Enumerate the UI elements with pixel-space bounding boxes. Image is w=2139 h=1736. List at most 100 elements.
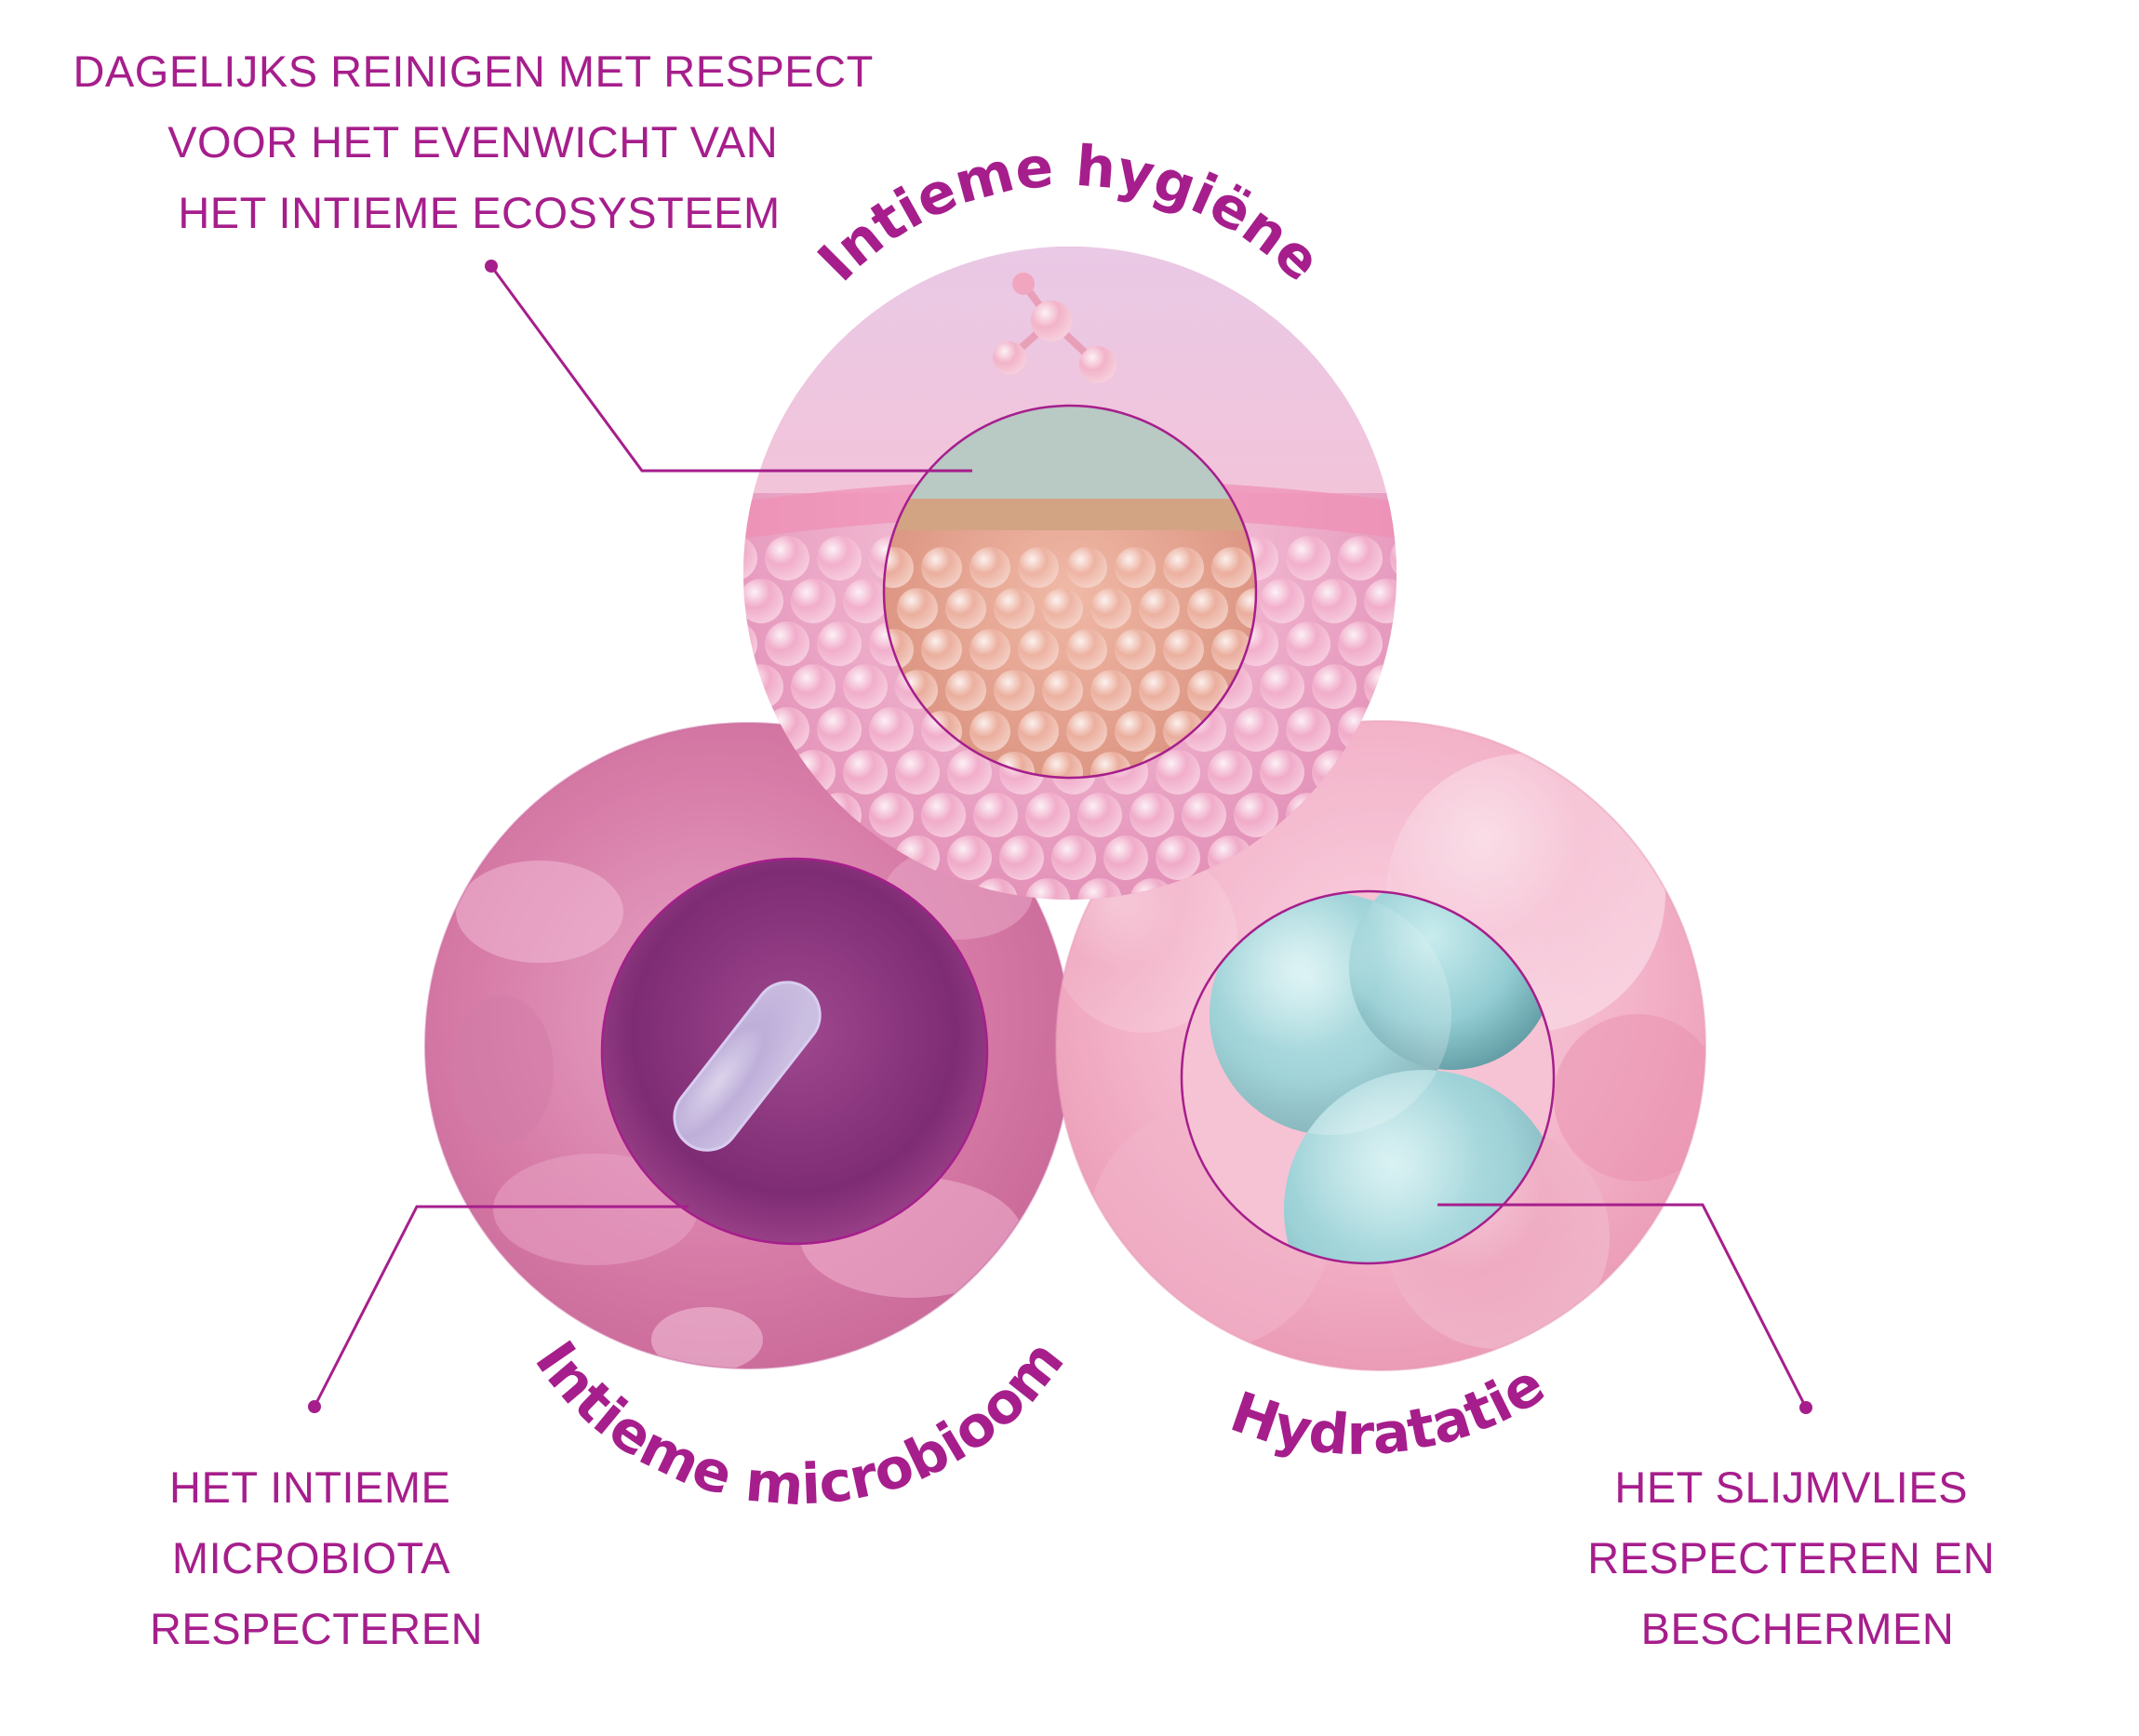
cell-bubble-highlight [743, 536, 757, 581]
cell-bubble-highlight [1260, 579, 1304, 623]
cell-bubble [1416, 664, 1461, 709]
cell-bubble-highlight [969, 547, 1010, 588]
cell-bubble-highlight [1018, 629, 1059, 670]
cell-bubble-highlight [1187, 588, 1228, 629]
cell-bubble-highlight [1139, 670, 1180, 711]
hygiene-inner-circle [882, 404, 1258, 780]
cell-bubble-highlight [1286, 707, 1330, 752]
cell-bubble-highlight [1286, 536, 1330, 581]
cell-bubble-highlight [1066, 711, 1107, 752]
cell-bubble [1390, 621, 1397, 666]
cell-bubble-highlight [1042, 670, 1083, 711]
cell-bubble-highlight [1260, 664, 1304, 709]
hydration-description: HET SLIJMVLIES RESPECTEREN EN BESCHERMEN [1587, 1462, 2007, 1653]
cell-bubble-highlight [1312, 664, 1357, 709]
cell-bubble-highlight [1066, 547, 1107, 588]
microbiome-description-line: HET INTIEME [169, 1462, 450, 1512]
cell-bubble-highlight [1025, 878, 1070, 900]
cell-bubble-highlight [1234, 793, 1278, 837]
cell-bubble-highlight [1416, 579, 1461, 623]
cell-bubble-highlight [1018, 547, 1059, 588]
hydration-leader-dot [1799, 1401, 1812, 1414]
cell-bubble-highlight [1182, 793, 1226, 837]
cell-bubble-highlight [1090, 670, 1131, 711]
cell-bubble-highlight [817, 621, 862, 666]
cell-bubble-highlight [921, 547, 962, 588]
cell-bubble-highlight [1077, 793, 1122, 837]
cell-bubble-highlight [843, 750, 888, 795]
cell-bubble-highlight [743, 621, 757, 666]
cell-bubble-highlight [1018, 711, 1059, 752]
cell-bubble-highlight [1211, 547, 1252, 588]
cell-bubble-highlight [973, 793, 1018, 837]
cell-bubble-highlight [1234, 707, 1278, 752]
cell-bubble-highlight [999, 835, 1044, 880]
cell-bubble-highlight [947, 750, 992, 795]
cell-bubble-highlight [1130, 793, 1174, 837]
cell-bubble-highlight [921, 629, 962, 670]
cell-bubble-highlight [1115, 547, 1156, 588]
cell-bubble-highlight [1236, 588, 1256, 629]
cell-bubble-highlight [1163, 547, 1204, 588]
cell-bubble [1416, 579, 1461, 623]
cell-bubble-highlight [869, 793, 914, 837]
cell-bubble-highlight [1077, 878, 1122, 900]
cell-bubble-highlight [884, 547, 914, 588]
cell-bubble-highlight [843, 579, 888, 623]
microbiome-description: HET INTIEME MICROBIOTA RESPECTEREN [150, 1462, 483, 1653]
cell-bubble-highlight [1156, 750, 1200, 795]
cell-bubble-highlight [897, 588, 938, 629]
cell-bubble-highlight [1364, 664, 1397, 709]
cell-bubble-highlight [817, 536, 862, 581]
hydration-description-line: BESCHERMEN [1641, 1604, 1955, 1653]
cell-bubble-highlight [1286, 621, 1330, 666]
hygiene-description: DAGELIJKS REINIGEN MET RESPECT VOOR HET … [73, 47, 885, 237]
bacterium-icon [673, 981, 822, 1152]
hydration-description-line: RESPECTEREN EN [1587, 1533, 1995, 1582]
cell-bubble-highlight [1338, 621, 1383, 666]
hydration-background-drops [1056, 754, 1705, 1349]
cell-bubble-highlight [1115, 629, 1156, 670]
cell-bubble-highlight [743, 664, 783, 709]
cell-bubble-highlight [1187, 670, 1228, 711]
cell-bubble-highlight [1208, 750, 1252, 795]
cell-bubble-highlight [994, 670, 1035, 711]
microbiome-description-line: MICROBIOTA [172, 1533, 450, 1582]
cell-bubble-highlight [1103, 835, 1148, 880]
cell-bubble-highlight [1390, 536, 1397, 581]
cell-bubble-highlight [895, 750, 940, 795]
cell-bubble-highlight [743, 579, 783, 623]
microbiome-leader-line [313, 1205, 688, 1408]
cell-bubble-highlight [1163, 629, 1204, 670]
hygiene-description-line: VOOR HET EVENWICHT VAN [167, 117, 778, 167]
cell-bubble-highlight [1390, 621, 1397, 666]
cell-bubble-highlight [969, 629, 1010, 670]
cell-bubble-highlight [921, 793, 966, 837]
cell-bubble-highlight [969, 711, 1010, 752]
cell-bubble-highlight [765, 621, 809, 666]
hydration-inner-circle [1180, 889, 1556, 1265]
cell-bubble-highlight [1364, 579, 1397, 623]
cell-bubble-highlight [1156, 835, 1200, 880]
hygiene-description-line: HET INTIEME ECOSYSTEEM [178, 188, 780, 237]
cell-bubble-highlight [791, 664, 836, 709]
hygiene-leader-line [489, 265, 972, 473]
cell-bubble-highlight [945, 588, 986, 629]
cell-bubble-highlight [843, 664, 888, 709]
cell-bubble [1390, 536, 1397, 581]
cell-bubble-highlight [817, 707, 862, 752]
cell-bubble-highlight [1042, 752, 1083, 778]
cell-bubble-highlight [869, 707, 914, 752]
hydration-description-line: HET SLIJMVLIES [1614, 1462, 1968, 1512]
cell-bubble-highlight [1066, 629, 1107, 670]
cell-bubble-highlight [947, 835, 992, 880]
molecule-icon [993, 273, 1116, 383]
cell-bubble-highlight [945, 670, 986, 711]
cell-bubble-highlight [1090, 588, 1131, 629]
hydration-leader-line [1437, 1203, 1808, 1409]
microbiome-description-line: RESPECTEREN [150, 1604, 483, 1653]
microbiome-leader-dot [308, 1400, 321, 1413]
cell-bubble-highlight [1338, 536, 1383, 581]
cell-bubble-highlight [791, 579, 836, 623]
